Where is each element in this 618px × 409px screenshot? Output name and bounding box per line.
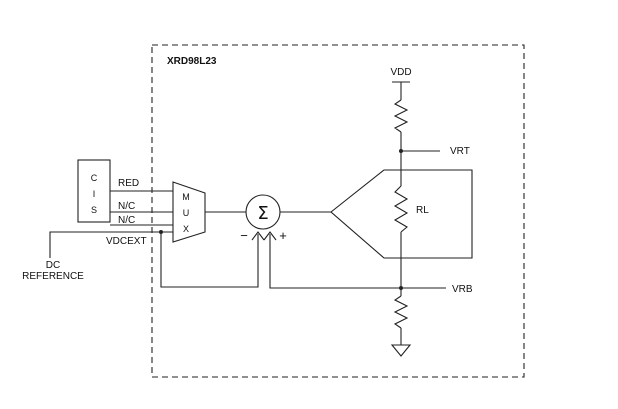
cis-letter-c: C xyxy=(91,173,98,183)
rl-label: RL xyxy=(416,205,429,216)
plus-feedback-wire xyxy=(269,234,401,289)
mux-block xyxy=(172,181,206,243)
bottom-resistor xyxy=(393,295,409,329)
minus-arrow xyxy=(251,231,265,241)
ground-icon xyxy=(390,344,412,357)
nc2-input-label: N/C xyxy=(118,215,135,226)
plus-arrow xyxy=(263,231,277,241)
cis-letter-s: S xyxy=(91,205,97,215)
dc-reference-wire xyxy=(49,231,173,258)
chip-boundary xyxy=(151,44,525,378)
vrt-label: VRT xyxy=(450,146,470,157)
amplifier-block xyxy=(330,169,473,259)
vdcext-input-label: VDCEXT xyxy=(106,236,147,247)
rl-resistor xyxy=(393,185,409,233)
mux-letter-x: X xyxy=(183,224,189,234)
summer-minus-label: − xyxy=(240,228,248,243)
summer-plus-label: + xyxy=(279,228,287,243)
dc-label: DC xyxy=(46,260,60,271)
top-resistor xyxy=(393,99,409,133)
mux-letter-m: M xyxy=(182,192,190,202)
reference-label: REFERENCE xyxy=(22,271,84,282)
cis-letter-i: I xyxy=(93,189,96,199)
vrb-label: VRB xyxy=(452,284,473,295)
red-input-label: RED xyxy=(118,178,139,189)
minus-feedback-wire xyxy=(160,232,259,288)
sigma-symbol: Σ xyxy=(257,203,268,224)
chip-name-label: XRD98L23 xyxy=(167,56,217,67)
vdd-label: VDD xyxy=(390,67,411,78)
mux-letter-u: U xyxy=(183,208,190,218)
nc1-input-label: N/C xyxy=(118,201,135,212)
